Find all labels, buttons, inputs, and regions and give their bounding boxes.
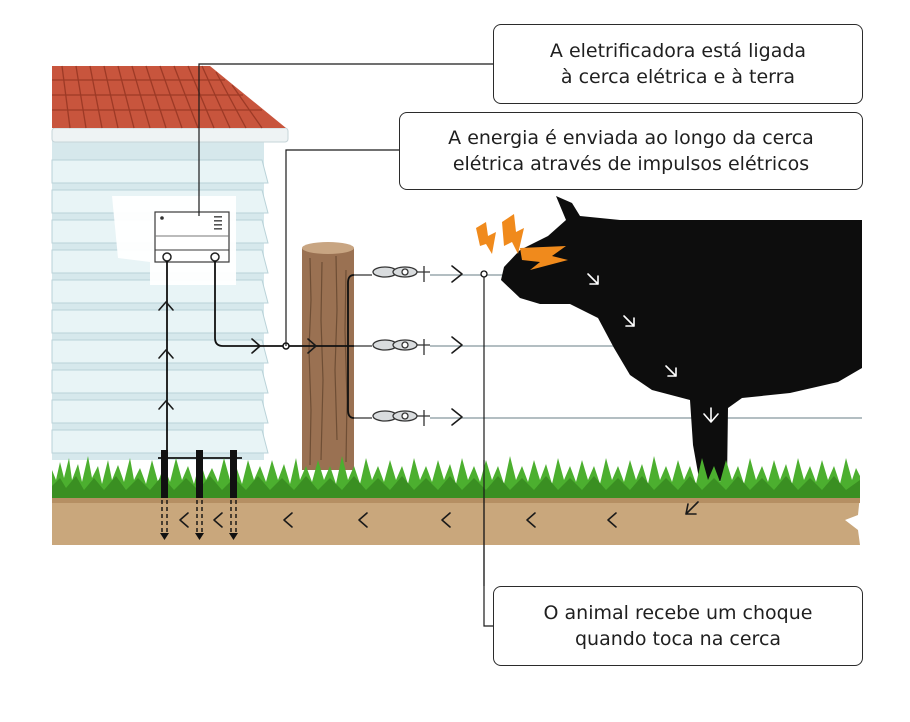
arrow-down-icon [703,407,719,423]
roof [52,65,286,129]
insulator-bottom [354,410,430,426]
callout-shock-line-2: quando toca na cerca [574,628,782,650]
insulator-middle [354,339,430,355]
arrow-down-right-icon [665,365,677,377]
arrow-up-icon [158,349,174,359]
gutter [51,127,289,143]
arrow-right-icon [451,336,463,354]
insulator-top [354,266,430,282]
callout-pulses-line-1: A energia é enviada ao longo da cerca [448,127,814,149]
arrow-left-icon [441,512,451,528]
soil [52,495,860,545]
arrow-right-icon [451,265,463,283]
callout-pulses: A energia é enviada ao longo da cerca el… [399,112,863,190]
callout-energizer-line-2: à cerca elétrica e à terra [560,66,796,88]
arrow-right-icon [307,338,317,354]
fence-terminal [210,252,220,262]
arrow-down-left-icon [685,501,699,515]
arrow-left-icon [213,512,223,528]
cow-silhouette [501,196,862,484]
callout-shock-line-1: O animal recebe um choque [543,602,813,624]
body-current-arrows [587,273,719,423]
callout-pulses-line-2: elétrica através de impulsos elétricos [452,153,810,175]
callout-shock: O animal recebe um choque quando toca na… [493,586,863,666]
grass [52,456,860,498]
arrow-up-icon [158,400,174,410]
fence-post [302,242,354,470]
arrow-down-right-icon [623,315,635,327]
earth-terminal [162,252,172,262]
arrow-left-icon [526,512,536,528]
current-flow-arrows [158,265,699,528]
contact-point [480,270,488,278]
arrow-left-icon [358,512,368,528]
insulators [354,266,430,426]
arrow-down-right-icon [587,273,599,285]
arrow-up-icon [158,301,174,311]
arrow-left-icon [283,512,293,528]
arrow-left-icon [607,512,617,528]
house [51,65,289,460]
riser-lead [347,274,355,419]
callout-energizer: A eletrificadora está ligada à cerca elé… [493,24,863,104]
energizer-to-fence-lead [214,261,354,347]
arrow-right-icon [451,408,463,426]
callout-leaders [198,63,493,627]
arrow-right-icon [251,338,261,354]
energizer [154,211,230,263]
foreground-overlay [161,450,485,586]
spark-icon [476,214,568,270]
arrow-left-icon [179,512,189,528]
callout-energizer-line-1: A eletrificadora está ligada [549,40,807,62]
